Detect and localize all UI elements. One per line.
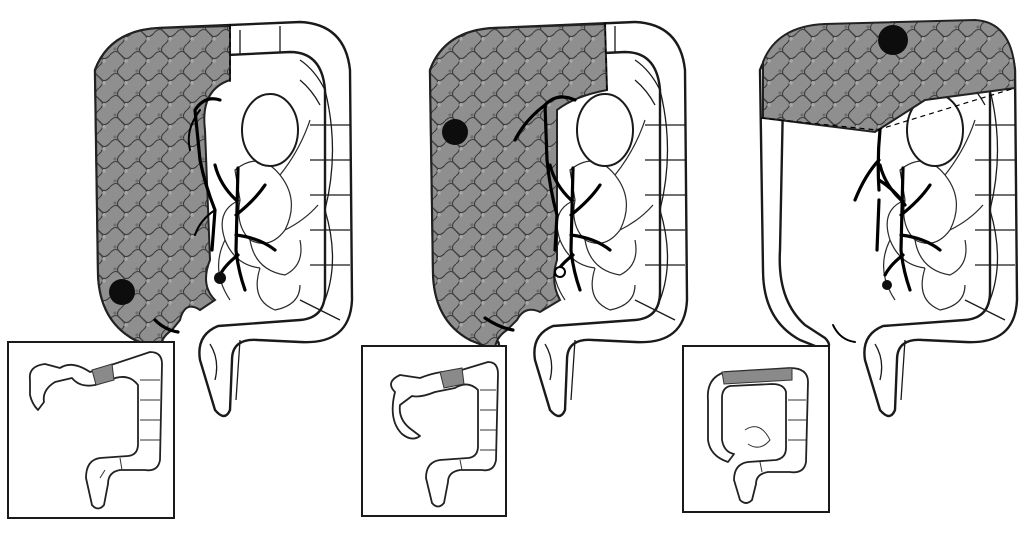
panel-transverse-colectomy <box>683 20 1017 512</box>
appendix-stump <box>882 280 892 290</box>
inset-resected-2 <box>440 368 464 388</box>
panel-extended-right-hemicolectomy <box>362 22 687 516</box>
panel-right-hemicolectomy <box>8 22 352 518</box>
tumor <box>442 119 468 145</box>
resected-region-extended <box>430 24 607 350</box>
middle-colic-vessel <box>855 130 905 250</box>
inset-box-1 <box>8 342 174 518</box>
inset-box-2 <box>362 346 506 516</box>
tumor <box>109 279 135 305</box>
inset-box-3 <box>683 346 829 512</box>
mesenteric-artery <box>880 165 940 290</box>
terminal-ileum <box>833 325 855 342</box>
appendix-stump <box>214 272 226 284</box>
tumor <box>878 25 908 55</box>
mesenteric-artery <box>215 165 275 290</box>
